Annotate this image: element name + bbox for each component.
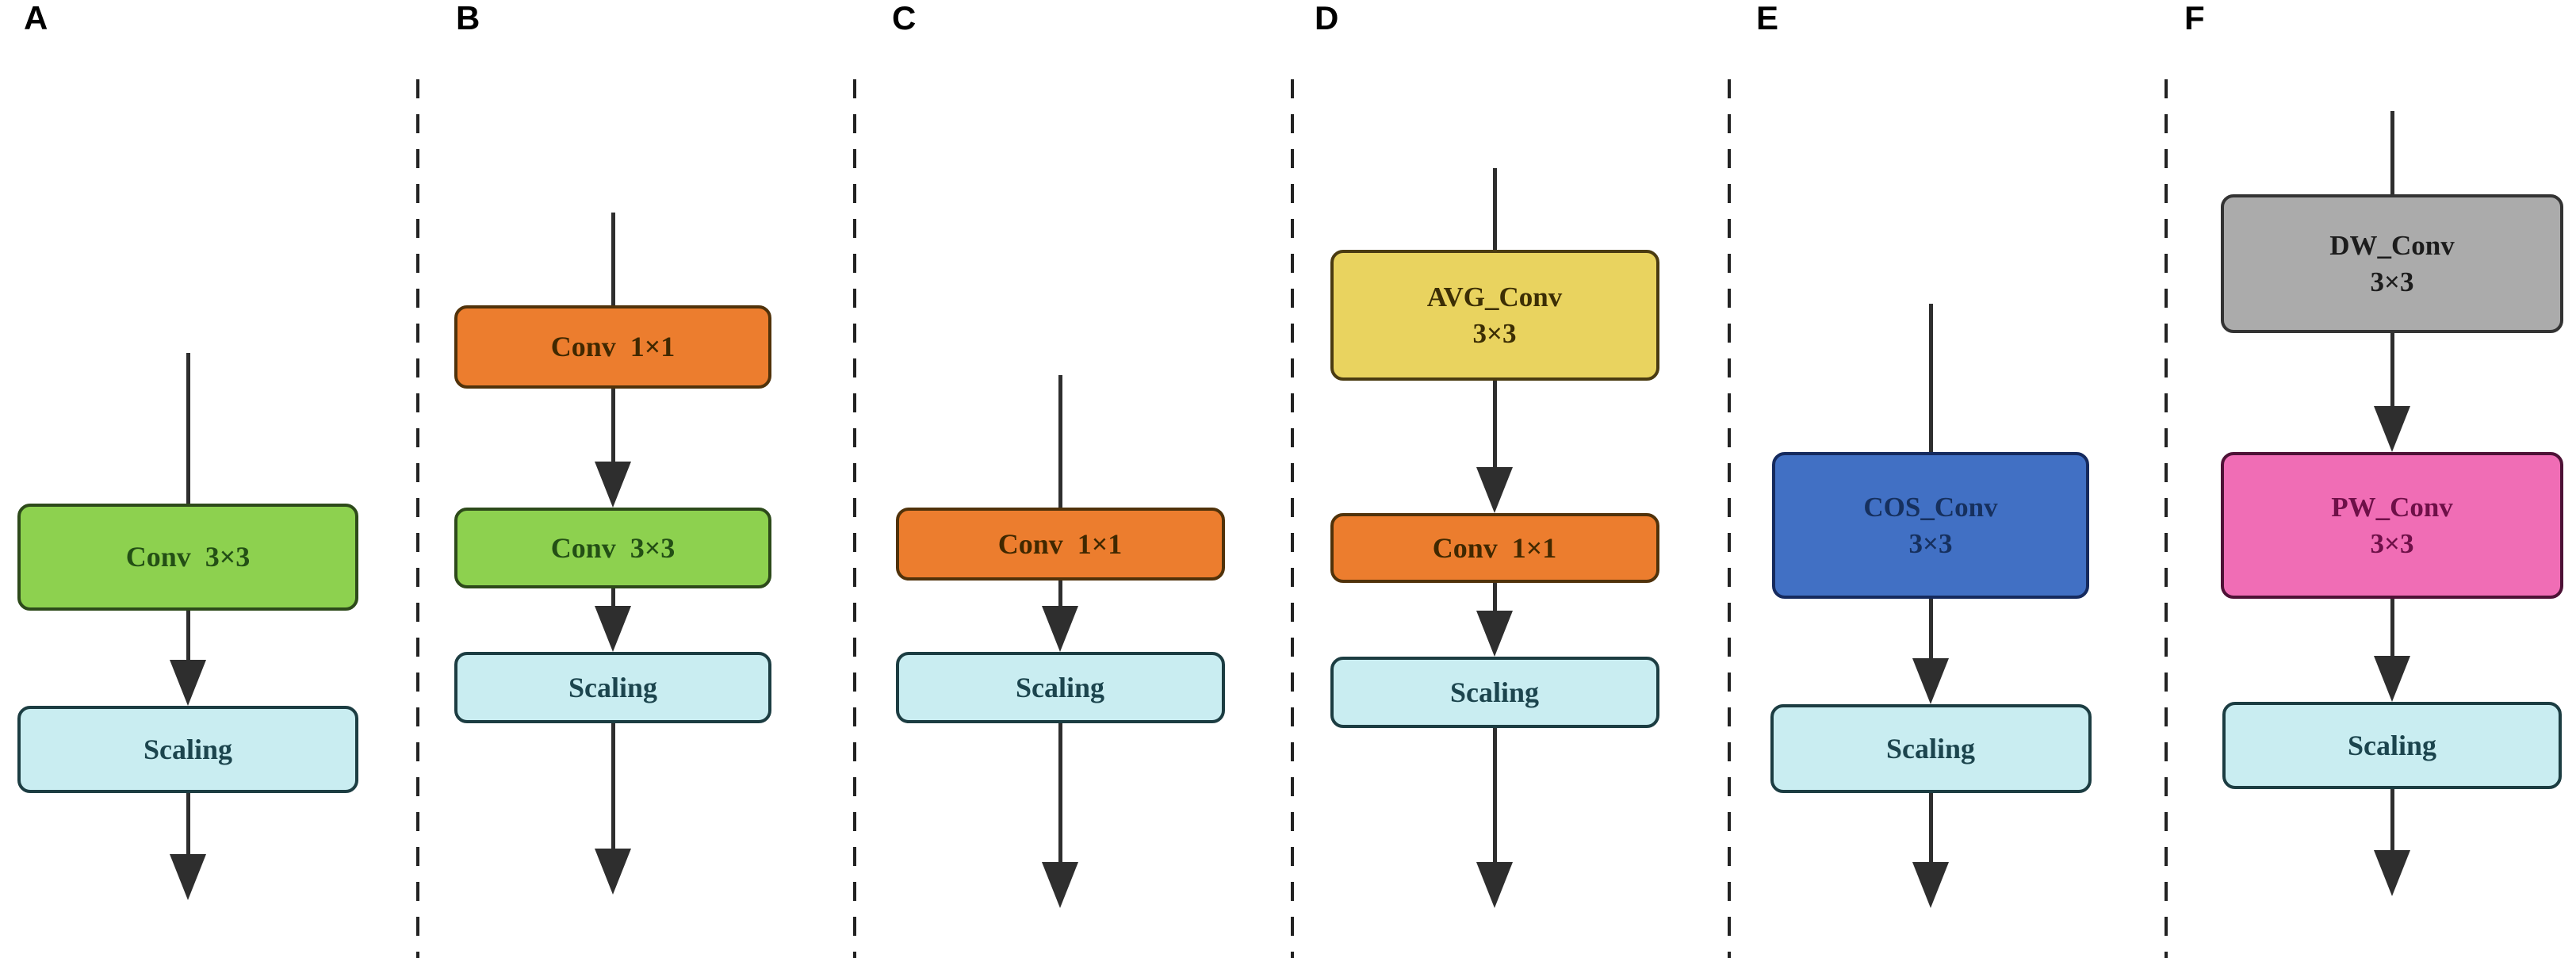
arrow-head-icon [1476, 611, 1513, 657]
flow-arrow-line [186, 793, 190, 859]
box-label: Conv 3×3 [125, 541, 251, 573]
box-label: Conv 1×1 [1432, 531, 1557, 564]
arrow-head-icon [1912, 658, 1949, 704]
avg-conv-box: AVG_Conv 3×3 [1330, 250, 1659, 381]
arrow-head-icon [170, 854, 206, 900]
box-label: 3×3 [2370, 266, 2414, 297]
flow-arrow-line [611, 723, 615, 853]
scaling-box: Scaling [17, 706, 358, 793]
arrow-head-icon [2374, 406, 2410, 452]
box-label: PW_Conv [2331, 492, 2453, 523]
panel-separator-dashed-line [2165, 79, 2168, 958]
box-label: 3×3 [2370, 527, 2414, 559]
box-label: DW_Conv [2329, 230, 2455, 261]
flow-arrow-line [186, 611, 190, 665]
conv-1x1-box: Conv 1×1 [454, 305, 771, 389]
conv-3x3-box: Conv 3×3 [454, 508, 771, 588]
arrow-head-icon [2374, 850, 2410, 896]
input-stub-line [2390, 111, 2394, 194]
box-label: 3×3 [1908, 527, 1953, 559]
arrow-head-icon [170, 660, 206, 706]
scaling-box: Scaling [895, 652, 1225, 723]
box-label: Conv 1×1 [550, 331, 676, 362]
box-label: COS_Conv [1863, 492, 1998, 523]
conv-1x1-box: Conv 1×1 [1330, 513, 1659, 583]
box-label: AVG_Conv [1426, 282, 1563, 312]
scaling-box: Scaling [454, 652, 771, 723]
scaling-box: Scaling [1330, 657, 1659, 728]
input-stub-line [1058, 375, 1062, 508]
arrow-head-icon [2374, 656, 2410, 702]
arrow-head-icon [1042, 862, 1078, 908]
flow-arrow-line [1492, 583, 1497, 615]
arrow-head-icon [595, 606, 631, 652]
flow-arrow-line [611, 588, 615, 611]
input-stub-line [611, 213, 615, 305]
box-label: Scaling [1885, 732, 1976, 764]
scaling-box: Scaling [2222, 702, 2562, 789]
flow-arrow-line [1928, 793, 1933, 867]
panel-label: C [892, 0, 917, 36]
conv-1x1-box: Conv 1×1 [895, 508, 1225, 581]
panel-label: A [24, 0, 48, 36]
flow-arrow-line [2390, 789, 2394, 855]
panel-separator-dashed-line [1291, 79, 1294, 958]
flow-arrow-line [611, 389, 615, 466]
panel-separator-dashed-line [853, 79, 856, 958]
panel-separator-dashed-line [1728, 79, 1731, 958]
arrow-head-icon [1042, 606, 1078, 652]
arrow-head-icon [1476, 862, 1513, 908]
panel-label: F [2184, 0, 2205, 36]
flow-arrow-line [1058, 723, 1062, 867]
flow-arrow-line [1492, 381, 1497, 472]
input-stub-line [1928, 304, 1933, 452]
flow-arrow-line [2390, 333, 2394, 411]
flow-arrow-line [1492, 728, 1497, 867]
box-label: Scaling [1449, 676, 1540, 708]
cos-conv-box: COS_Conv 3×3 [1772, 452, 2089, 599]
flow-arrow-line [2390, 599, 2394, 661]
conv-3x3-box: Conv 3×3 [17, 504, 358, 611]
panel-label: D [1315, 0, 1339, 36]
box-label: Scaling [143, 733, 233, 765]
box-label: Conv 1×1 [997, 527, 1123, 560]
box-label: Scaling [568, 671, 658, 703]
input-stub-line [1492, 168, 1497, 250]
arrow-head-icon [595, 462, 631, 508]
dw-conv-box: DW_Conv 3×3 [2221, 194, 2563, 333]
box-label: Scaling [1015, 671, 1105, 703]
panel-label: E [1756, 0, 1779, 36]
pw-conv-box: PW_Conv 3×3 [2221, 452, 2563, 599]
input-stub-line [186, 353, 190, 504]
arrow-head-icon [595, 849, 631, 895]
panel-label: B [456, 0, 480, 36]
arrow-head-icon [1476, 467, 1513, 513]
flow-arrow-line [1928, 599, 1933, 663]
box-label: Scaling [2347, 729, 2437, 761]
box-label: 3×3 [1472, 317, 1517, 349]
scaling-box: Scaling [1770, 704, 2092, 793]
arrow-head-icon [1912, 862, 1949, 908]
panel-separator-dashed-line [416, 79, 419, 958]
flow-arrow-line [1058, 581, 1062, 611]
box-label: Conv 3×3 [550, 531, 676, 564]
